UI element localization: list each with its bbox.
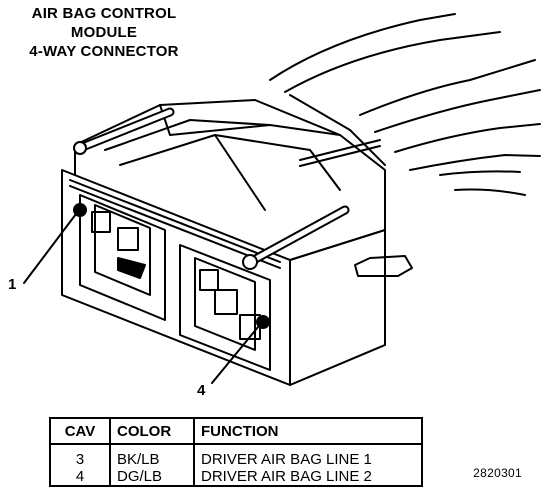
connector-illustration [23,13,541,386]
guide-rods [73,107,350,270]
cell-function: DRIVER AIR BAG LINE 1 [193,444,423,468]
title-line-2: MODULE [70,24,138,41]
cell-cav: 4 [49,468,111,487]
wire-bundle [269,13,541,196]
callout-4-label: 4 [197,382,206,399]
cell-cav: 3 [49,444,111,468]
connector-top [74,94,386,261]
cavity-1-dot [73,203,87,217]
connector-front-face [61,169,386,386]
header-color: COLOR [109,417,195,445]
callout-4-leader [211,326,259,384]
cavity-block-right [179,244,271,371]
callout-1-label: 1 [8,276,17,293]
callout-1-leader [23,213,77,284]
table-row: 3 BK/LB DRIVER AIR BAG LINE 1 [49,444,423,468]
diagram-title: AIR BAG CONTROL MODULE 4-WAY CONNECTOR [4,4,204,61]
latch-tab [354,255,413,277]
cavity-4-dot [256,315,270,329]
title-line-1: AIR BAG CONTROL [31,5,177,22]
cell-color: DG/LB [109,468,195,487]
table-header-row: CAV COLOR FUNCTION [49,417,423,445]
cell-color: BK/LB [109,444,195,468]
table-row: 4 DG/LB DRIVER AIR BAG LINE 2 [49,468,423,487]
pinout-table: CAV COLOR FUNCTION 3 BK/LB DRIVER AIR BA… [49,417,423,487]
figure-code: 2820301 [473,466,522,480]
header-function: FUNCTION [193,417,423,445]
cavity-block-left [73,194,166,321]
cell-function: DRIVER AIR BAG LINE 2 [193,468,423,487]
header-cav: CAV [49,417,111,445]
title-line-3: 4-WAY CONNECTOR [29,43,179,60]
